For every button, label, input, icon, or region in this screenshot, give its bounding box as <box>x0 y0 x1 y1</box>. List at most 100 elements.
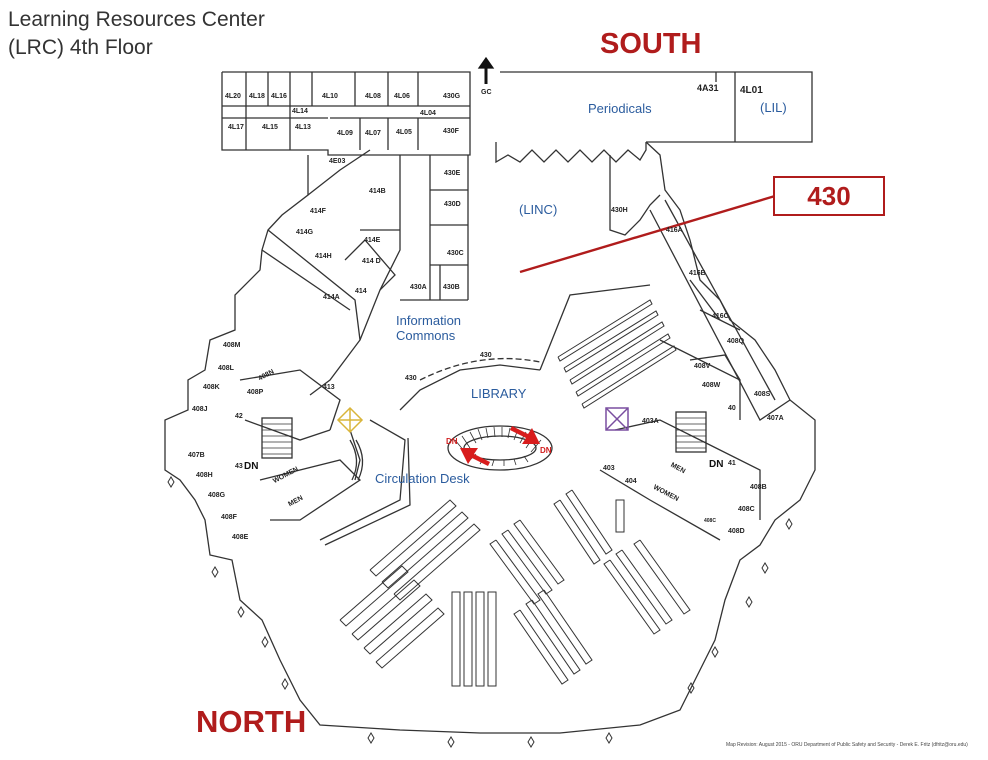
room-430B: 430B <box>443 284 460 291</box>
room-407B: 407B <box>188 452 205 459</box>
shelving-upper-right <box>557 299 677 409</box>
room-408P: 408P <box>247 389 264 396</box>
room-413: 413 <box>323 384 335 391</box>
room-4L15: 4L15 <box>262 124 278 131</box>
room-430C: 430C <box>447 250 464 257</box>
lil-label: (LIL) <box>760 100 787 115</box>
room-GC: GC <box>481 89 492 96</box>
room-408F: 408F <box>221 514 237 521</box>
room-4L18: 4L18 <box>249 93 265 100</box>
library-label: LIBRARY <box>471 386 527 401</box>
elevator-left-icon <box>336 406 364 434</box>
room-4L06: 4L06 <box>394 93 410 100</box>
room-408V: 408V <box>694 363 711 370</box>
room-403: 403 <box>603 465 615 472</box>
room-414A: 414A <box>323 294 340 301</box>
room-414E: 414E <box>364 237 381 244</box>
room-416A: 416A <box>666 227 683 234</box>
room-408C-small: 408C <box>704 518 716 524</box>
room-41: 41 <box>728 460 736 467</box>
room-4L07: 4L07 <box>365 130 381 137</box>
room-430F: 430F <box>443 128 459 135</box>
circulation-desk-curve <box>349 439 358 481</box>
info-commons-label-1: Information <box>396 313 462 328</box>
gc-arrow-icon <box>477 56 495 84</box>
room-407A: 407A <box>767 415 784 422</box>
room-42: 42 <box>235 413 243 420</box>
stair-right <box>675 411 707 453</box>
room-4E03: 4E03 <box>329 158 346 165</box>
exterior-markers <box>167 476 793 748</box>
library-stair-ring <box>447 425 553 471</box>
map-title: Learning Resources Center (LRC) 4th Floo… <box>8 6 265 62</box>
outer-wall-left <box>164 141 816 734</box>
room-4L14: 4L14 <box>292 108 308 115</box>
stair-down-label-1: DN <box>446 437 458 446</box>
room-430-left: 430 <box>405 375 417 382</box>
outer-wall-top-right <box>500 71 813 143</box>
circulation-desk-label: Circulation Desk <box>375 471 470 486</box>
room-40: 40 <box>728 405 736 412</box>
room-416B: 416B <box>689 270 706 277</box>
stair-left <box>261 417 293 459</box>
room-4L05: 4L05 <box>396 129 412 136</box>
stair-down-label-4: DN <box>709 459 724 470</box>
room-414: 414 <box>355 288 367 295</box>
room-403A: 403A <box>642 418 659 425</box>
room-430-top: 430 <box>480 352 492 359</box>
room-408Q: 408Q <box>727 338 745 345</box>
room-430H: 430H <box>611 207 628 214</box>
map-title-line2: (LRC) 4th Floor <box>8 36 153 59</box>
room-408S: 408S <box>754 391 771 398</box>
room-430-callout[interactable]: 430 <box>773 176 885 216</box>
room-4L09: 4L09 <box>337 130 353 137</box>
room-408K: 408K <box>203 384 220 391</box>
room-414F: 414F <box>310 208 326 215</box>
south-label: SOUTH <box>600 28 702 60</box>
room-4L17: 4L17 <box>228 124 244 131</box>
room-4L01: 4L01 <box>740 85 763 96</box>
room-430E: 430E <box>444 170 461 177</box>
room-4L13: 4L13 <box>295 124 311 131</box>
room-43: 43 <box>235 463 243 470</box>
room-408B: 408B <box>750 484 767 491</box>
room-414H: 414H <box>315 253 332 260</box>
room-4L08: 4L08 <box>365 93 381 100</box>
room-4L10: 4L10 <box>322 93 338 100</box>
elevator-right-icon <box>605 407 629 431</box>
linc-label: (LINC) <box>519 202 558 217</box>
room-408D: 408D <box>728 528 745 535</box>
red-stair-arrows <box>460 426 540 466</box>
room-430A: 430A <box>410 284 427 291</box>
info-commons-label-2: Commons <box>396 328 456 343</box>
room-430G: 430G <box>443 93 461 100</box>
room-408E: 408E <box>232 534 249 541</box>
room-408H: 408H <box>196 472 213 479</box>
room-408C: 408C <box>738 506 755 513</box>
room-430D: 430D <box>444 201 461 208</box>
room-408W: 408W <box>702 382 721 389</box>
room-4L16: 4L16 <box>271 93 287 100</box>
room-414D: 414 D <box>362 258 381 265</box>
room-414B: 414B <box>369 188 386 195</box>
room-408L: 408L <box>218 365 234 372</box>
north-label: NORTH <box>196 704 307 739</box>
stair-down-label-2: DN <box>540 446 552 455</box>
room-4L20: 4L20 <box>225 93 241 100</box>
map-revision-credit: Map Revision: August 2015 - ORU Departme… <box>726 742 968 748</box>
outer-wall-top-left <box>221 71 471 156</box>
periodicals-label: Periodicals <box>588 101 652 116</box>
room-4A31: 4A31 <box>697 83 719 93</box>
map-title-line1: Learning Resources Center <box>8 8 265 31</box>
shelving-lower <box>339 489 691 687</box>
periodicals-shelving <box>495 142 647 164</box>
room-404: 404 <box>625 478 637 485</box>
room-408M: 408M <box>223 342 241 349</box>
room-408J: 408J <box>192 406 208 413</box>
room-4L04: 4L04 <box>420 110 436 117</box>
stair-down-label-3: DN <box>244 461 259 472</box>
room-414G: 414G <box>296 229 314 236</box>
callout-pointer <box>519 194 776 274</box>
room-416C: 416C <box>712 313 729 320</box>
